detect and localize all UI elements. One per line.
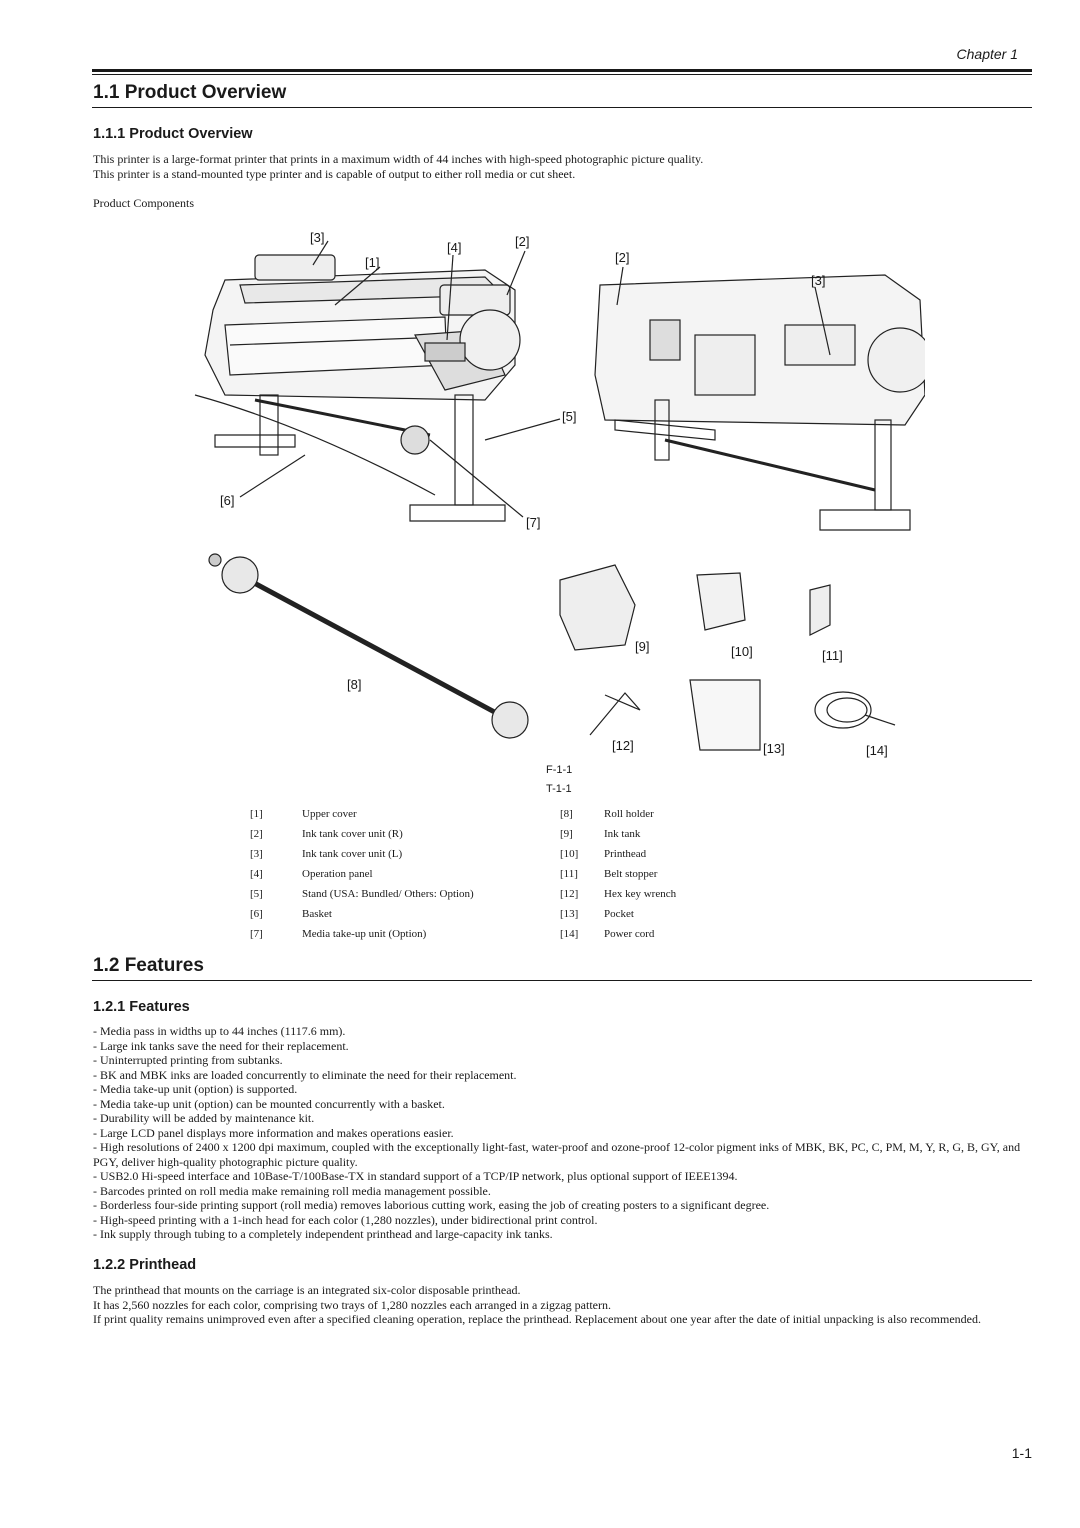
table-cell-name: Basket (302, 908, 332, 920)
callout-label: [5] (562, 409, 577, 424)
table-cell-name2: Printhead (604, 848, 647, 860)
figure-caption: F-1-1 (546, 764, 573, 776)
printer-illustration (194, 240, 925, 751)
list-item: - Large LCD panel displays more informat… (93, 1125, 454, 1140)
callout-label: [2] (515, 234, 530, 249)
parts-table: [1] Upper cover [8] Roll holder [2] Ink tank … (250, 808, 676, 948)
components-label: Product Components (93, 196, 194, 210)
table-cell-name: Upper cover (302, 808, 357, 820)
intro-paragraph: This printer is a large-format printer t… (93, 152, 1038, 181)
table-cell-num: [5] (250, 888, 263, 900)
section-title-1-2: 1.2 Features (93, 955, 204, 976)
intro-line: This printer is a large-format printer t… (93, 152, 704, 166)
list-item: - Media take-up unit (option) is support… (93, 1082, 298, 1096)
table-caption: T-1-1 (546, 783, 572, 795)
callout-label: [3] (310, 230, 325, 245)
list-item: - High-speed printing with a 1-inch head… (93, 1212, 598, 1227)
callout-label: [2] (615, 250, 630, 265)
table-row: [3] Ink tank cover unit (L) [10] Printhead (250, 848, 676, 868)
callout-label: [14] (866, 743, 888, 758)
table-row: [1] Upper cover [8] Roll holder (250, 808, 676, 828)
list-item: - Large ink tanks save the need for thei… (93, 1038, 349, 1053)
table-cell-name2: Hex key wrench (604, 888, 677, 900)
table-cell-num: [6] (250, 908, 263, 920)
table-cell-num: [1] (250, 808, 263, 820)
table-cell-name2: Roll holder (604, 808, 654, 820)
list-item: - USB2.0 Hi-speed interface and 10Base-T… (93, 1169, 738, 1183)
table-row: [5] Stand (USA: Bundled/ Others: Option) [… (250, 888, 676, 908)
table-row: [7] Media take-up unit (Option) [14] Power … (250, 928, 676, 948)
table-cell-num2: [14] (560, 928, 579, 940)
subsection-title-1-2-1: 1.2.1 Features (93, 999, 190, 1015)
table-cell-name2: Pocket (604, 908, 634, 920)
list-item: - Durability will be added by maintenanc… (93, 1111, 315, 1125)
section-rule (92, 980, 1032, 981)
table-cell-name: Ink tank cover unit (R) (302, 828, 403, 840)
table-cell-num: [2] (250, 828, 263, 840)
table-cell-num: [4] (250, 868, 263, 880)
table-cell-name: Media take-up unit (Option) (302, 928, 427, 940)
callout-label: [10] (731, 644, 753, 659)
table-cell-name: Operation panel (302, 868, 373, 880)
list-item: - BK and MBK inks are loaded concurrentl… (93, 1067, 517, 1082)
section-rule (92, 107, 1032, 108)
page-number: 1-1 (1011, 1445, 1032, 1461)
table-cell-name: Ink tank cover unit (L) (302, 848, 403, 860)
header-rule-thin (92, 74, 1032, 75)
chapter-label: Chapter 1 (956, 46, 1018, 62)
list-item: - Barcodes printed on roll media make re… (93, 1183, 491, 1198)
intro-line: This printer is a stand-mounted type pri… (93, 166, 576, 181)
table-row: [2] Ink tank cover unit (R) [9] Ink tank (250, 828, 676, 848)
table-cell-num2: [12] (560, 888, 579, 900)
table-cell-num2: [11] (560, 868, 578, 880)
printhead-line: If print quality remains unimproved even… (93, 1312, 981, 1327)
table-cell-num: [3] (250, 848, 263, 860)
printhead-paragraph: The printhead that mounts on the carriag… (93, 1283, 1038, 1327)
callout-label: [3] (811, 273, 826, 288)
table-cell-num2: [13] (560, 908, 579, 920)
callout-label: [9] (635, 639, 650, 654)
callout-label: [1] (365, 255, 380, 270)
callout-label: [13] (763, 741, 785, 756)
list-item: - Borderless four-side printing support … (93, 1198, 770, 1212)
callout-label: [12] (612, 738, 634, 753)
table-cell-num: [7] (250, 928, 263, 940)
table-cell-num2: [9] (560, 828, 573, 840)
list-item: - Media pass in widths up to 44 inches (… (93, 1024, 346, 1038)
table-row: [4] Operation panel [11] Belt stopper (250, 868, 676, 888)
section-title-1-1: 1.1 Product Overview (93, 82, 287, 103)
features-list: - Media pass in widths up to 44 inches (… (93, 1024, 1038, 1242)
list-item: - Uninterrupted printing from subtanks. (93, 1053, 283, 1067)
header-rule (92, 69, 1032, 72)
printhead-line: The printhead that mounts on the carriag… (93, 1283, 521, 1297)
list-item: - Media take-up unit (option) can be mou… (93, 1096, 445, 1111)
product-components-figure: [3] [1] [4] [2] [2] [3] [5] [6] [7] [8] … (185, 225, 925, 765)
callout-label: [7] (526, 515, 541, 530)
table-cell-name2: Ink tank (604, 828, 641, 840)
table-row: [6] Basket [13] Pocket (250, 908, 676, 928)
table-cell-num2: [10] (560, 848, 579, 860)
table-cell-num2: [8] (560, 808, 573, 820)
callout-label: [6] (220, 493, 235, 508)
table-cell-name: Stand (USA: Bundled/ Others: Option) (302, 888, 474, 900)
list-item: - Ink supply through tubing to a complet… (93, 1227, 553, 1241)
subsection-title-1-1-1: 1.1.1 Product Overview (93, 126, 253, 142)
table-cell-name2: Belt stopper (604, 868, 658, 880)
table-cell-name2: Power cord (604, 928, 655, 940)
callout-label: [4] (447, 240, 462, 255)
callout-label: [11] (822, 648, 843, 663)
printhead-line: It has 2,560 nozzles for each color, com… (93, 1297, 611, 1312)
list-item: - High resolutions of 2400 x 1200 dpi ma… (93, 1140, 1021, 1169)
callout-label: [8] (347, 677, 362, 692)
subsection-title-1-2-2: 1.2.2 Printhead (93, 1257, 197, 1273)
